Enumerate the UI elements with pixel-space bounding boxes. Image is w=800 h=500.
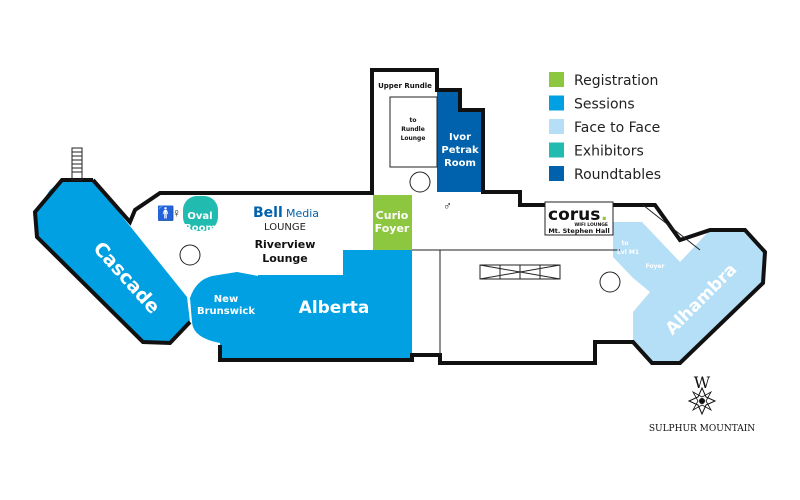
- label-oval-2: Room: [184, 223, 216, 234]
- label-to-lvl-1: to: [622, 240, 629, 247]
- restroom-men-icon: 🚹: [157, 205, 174, 222]
- label-riverview-2: Lounge: [262, 252, 308, 265]
- spiral-stairs-icon: [599, 271, 621, 293]
- label-to-rundle-2: Rundle: [401, 126, 425, 133]
- room-curio-foyer[interactable]: [373, 195, 412, 250]
- legend-label: Sessions: [574, 97, 635, 113]
- legend-label: Face to Face: [574, 120, 660, 136]
- legend-label: Roundtables: [574, 167, 661, 183]
- skylight-cross: [479, 264, 561, 280]
- outer-wall: [91, 68, 768, 365]
- label-ivor-1: Ivor: [449, 132, 471, 143]
- room-ivor-petrak[interactable]: [437, 90, 483, 192]
- rundle-stair-room: [389, 96, 438, 168]
- legend-label: Exhibitors: [574, 144, 644, 160]
- label-riverview-1: Riverview: [255, 238, 316, 251]
- label-foyer: Foyer: [646, 263, 665, 270]
- compass-direction: W: [694, 373, 711, 392]
- foyer-wall: [642, 204, 701, 251]
- media-text: Media: [286, 207, 319, 220]
- restroom-women-icon: ♀: [172, 206, 181, 220]
- corus-text: corus: [548, 205, 600, 225]
- lounge-text: LOUNGE: [264, 222, 306, 233]
- label-new-brunswick-1: New: [214, 294, 238, 305]
- label-to-lvl-2: Lvl M1: [617, 249, 639, 256]
- room-new-brunswick[interactable]: [190, 272, 258, 343]
- legend-label: Registration: [574, 73, 658, 89]
- room-cascade[interactable]: [35, 180, 190, 343]
- label-to-rundle-1: to: [410, 117, 417, 124]
- legend-swatch: [549, 166, 564, 181]
- label-oval-1: Oval: [187, 211, 212, 222]
- spiral-stairs-icon: [409, 171, 431, 193]
- label-curio-2: Foyer: [375, 222, 410, 235]
- mt-stephen-hall-text: Mt. Stephen Hall: [548, 227, 609, 235]
- compass-label: SULPHUR MOUNTAIN: [649, 424, 755, 434]
- label-alberta: Alberta: [299, 298, 370, 318]
- label-ivor-2: Petrak: [441, 145, 479, 156]
- restroom-icon: ♂: [443, 199, 452, 213]
- compass: W SULPHUR MOUNTAIN: [649, 373, 755, 434]
- room-alhambra[interactable]: [613, 222, 765, 363]
- bell-media-logo: Bell Media LOUNGE: [253, 205, 319, 233]
- legend-swatch: [549, 72, 564, 87]
- legend-swatch: [549, 142, 564, 158]
- wifi-lounge-text: WIFI LOUNGE: [574, 222, 608, 228]
- corus-logo: corus . WIFI LOUNGE Mt. Stephen Hall: [544, 201, 614, 236]
- label-ivor-3: Room: [444, 158, 476, 169]
- label-upper-rundle: Upper Rundle: [378, 82, 432, 90]
- spiral-stairs-icon: [179, 244, 201, 266]
- corus-dot: .: [601, 205, 607, 225]
- stairs-steps: [72, 151, 82, 173]
- compass-star-icon: [687, 386, 717, 416]
- label-to-rundle-3: Lounge: [401, 135, 426, 142]
- bell-text: Bell: [253, 205, 283, 221]
- legend-swatch: [549, 119, 564, 134]
- cascade-wall: [32, 178, 192, 346]
- room-alberta[interactable]: [220, 250, 412, 358]
- label-curio-1: Curio: [376, 209, 409, 222]
- legend-swatch: [549, 95, 564, 111]
- room-oval[interactable]: [183, 196, 218, 231]
- label-new-brunswick-2: Brunswick: [197, 306, 255, 317]
